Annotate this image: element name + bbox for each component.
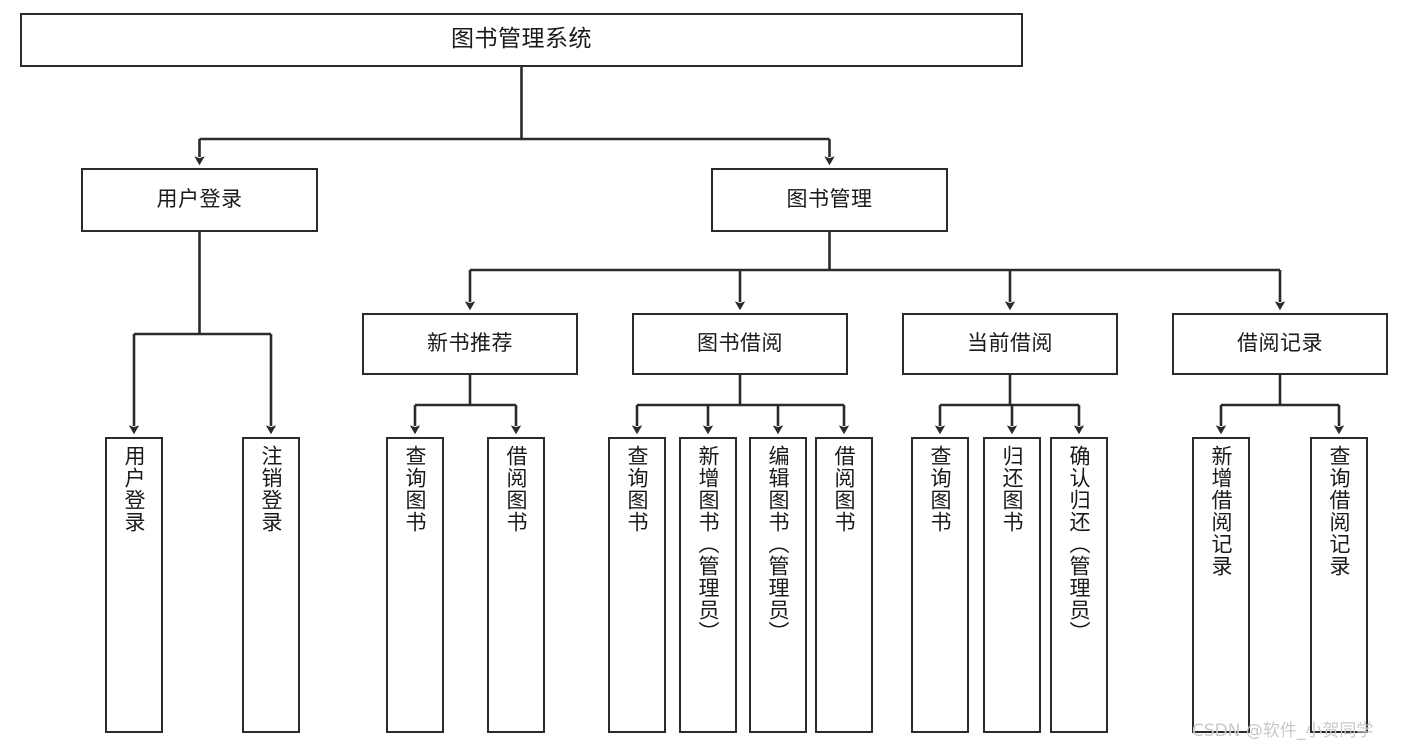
node-new-book-recommend[interactable]: 新书推荐 — [362, 313, 578, 375]
csdn-watermark: CSDN @软件_小贺同学 — [1192, 721, 1374, 741]
node-borrow-record-label: 借阅记录 — [1237, 331, 1323, 356]
node-leaf-query-book-cb[interactable]: 查询图书 — [911, 437, 969, 733]
node-leaf-query-book-cb-label: 查询图书 — [928, 445, 953, 533]
node-leaf-add-book-label: 新增图书（管理员） — [696, 445, 721, 643]
node-book-borrow-label: 图书借阅 — [697, 331, 783, 356]
node-new-book-recommend-label: 新书推荐 — [427, 331, 513, 356]
node-leaf-borrow-book-bb[interactable]: 借阅图书 — [815, 437, 873, 733]
node-leaf-query-book-nb[interactable]: 查询图书 — [386, 437, 444, 733]
node-user-login-label: 用户登录 — [156, 187, 243, 212]
node-leaf-add-book[interactable]: 新增图书（管理员） — [679, 437, 737, 733]
node-book-manage[interactable]: 图书管理 — [711, 168, 948, 232]
node-book-borrow[interactable]: 图书借阅 — [632, 313, 848, 375]
node-leaf-query-book-bb-label: 查询图书 — [625, 445, 650, 533]
node-root[interactable]: 图书管理系统 — [20, 13, 1023, 67]
node-leaf-query-book-nb-label: 查询图书 — [403, 445, 428, 533]
node-leaf-query-book-bb[interactable]: 查询图书 — [608, 437, 666, 733]
node-leaf-return-book-label: 归还图书 — [1000, 445, 1025, 533]
node-leaf-query-record[interactable]: 查询借阅记录 — [1310, 437, 1368, 733]
node-leaf-logout-login[interactable]: 注销登录 — [242, 437, 300, 733]
node-borrow-record[interactable]: 借阅记录 — [1172, 313, 1388, 375]
node-leaf-add-record[interactable]: 新增借阅记录 — [1192, 437, 1250, 733]
node-leaf-borrow-book-bb-label: 借阅图书 — [832, 445, 857, 533]
node-leaf-logout-login-label: 注销登录 — [259, 445, 284, 533]
node-leaf-user-login[interactable]: 用户登录 — [105, 437, 163, 733]
node-leaf-query-record-label: 查询借阅记录 — [1327, 445, 1352, 577]
node-user-login[interactable]: 用户登录 — [81, 168, 318, 232]
node-leaf-return-book[interactable]: 归还图书 — [983, 437, 1041, 733]
node-leaf-user-login-label: 用户登录 — [122, 445, 147, 533]
node-root-label: 图书管理系统 — [451, 26, 592, 53]
node-current-borrow-label: 当前借阅 — [967, 331, 1053, 356]
node-book-manage-label: 图书管理 — [786, 187, 873, 212]
node-leaf-borrow-book-nb-label: 借阅图书 — [504, 445, 529, 533]
node-leaf-add-record-label: 新增借阅记录 — [1209, 445, 1234, 577]
node-leaf-borrow-book-nb[interactable]: 借阅图书 — [487, 437, 545, 733]
node-current-borrow[interactable]: 当前借阅 — [902, 313, 1118, 375]
node-leaf-confirm-return[interactable]: 确认归还（管理员） — [1050, 437, 1108, 733]
node-leaf-confirm-return-label: 确认归还（管理员） — [1067, 445, 1092, 643]
node-leaf-edit-book[interactable]: 编辑图书（管理员） — [749, 437, 807, 733]
node-leaf-edit-book-label: 编辑图书（管理员） — [766, 445, 791, 643]
